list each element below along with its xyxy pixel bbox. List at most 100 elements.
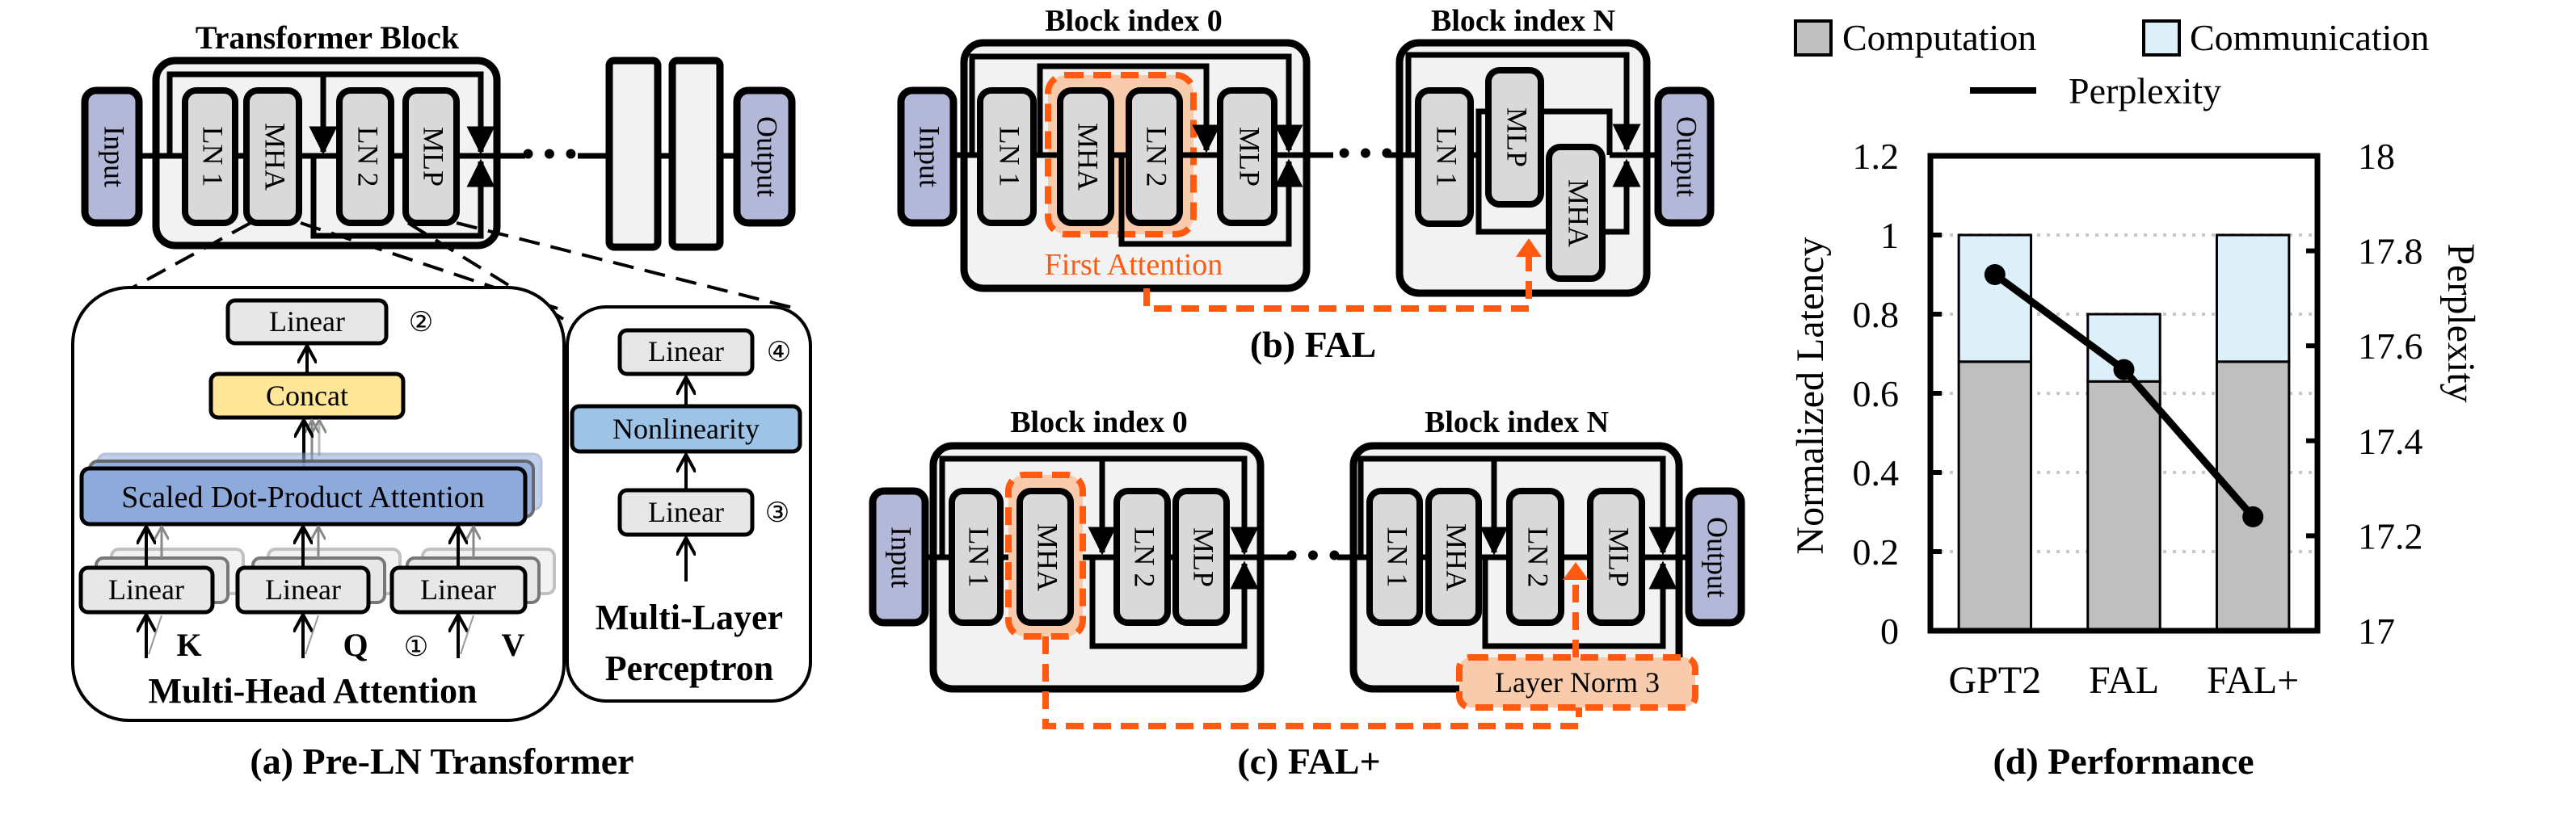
- k-label: K: [176, 627, 201, 663]
- b-block0-mha-label: MHA: [1072, 123, 1105, 191]
- legend-label-communication: Communication: [2190, 17, 2429, 58]
- marker-3: ③: [765, 498, 789, 528]
- bar-communication-gpt2: [1957, 233, 2033, 363]
- transformer-block-title: Transformer Block: [196, 19, 460, 56]
- stacked-block-1[interactable]: [605, 57, 662, 251]
- concat-label: Concat: [266, 380, 348, 412]
- mlp-linear-4[interactable]: [617, 328, 755, 376]
- mha-panel-title: Multi-Head Attention: [149, 671, 478, 711]
- y2-axis-label: Perplexity: [2439, 243, 2482, 402]
- b-first-attention-link: [1143, 246, 1532, 312]
- b-blockN-mha[interactable]: MHA: [1546, 144, 1606, 282]
- legend-label-computation: Computation: [1842, 17, 2036, 58]
- b-block0-ln2-label: LN 2: [1141, 127, 1173, 187]
- y-tick-label: 1.2: [1853, 136, 1900, 177]
- panel-d-performance-chart: Computation Communication Perplexity 00.…: [1789, 17, 2482, 782]
- layer-norm-3-box[interactable]: [1456, 654, 1698, 711]
- c-block0-ln2[interactable]: LN 2: [1113, 488, 1171, 626]
- b-output-node[interactable]: Output: [1654, 86, 1715, 227]
- mha-output-linear[interactable]: [225, 298, 389, 346]
- y2-tick-label: 17: [2358, 611, 2395, 652]
- mha-detail-panel: Linear ② Concat Scaled Dot-Product Atten…: [71, 286, 566, 722]
- residual-path-2: [310, 156, 495, 239]
- bar-computation-fal: [2086, 380, 2161, 632]
- mlp-detail-panel: Linear ④ Nonlinearity Linear ③ Multi-Lay…: [566, 305, 812, 703]
- c-block0-ln1-label: LN 1: [963, 527, 995, 588]
- c-ellipsis: • • •: [1286, 535, 1341, 575]
- y-tick-label: 0.4: [1853, 452, 1900, 493]
- zoom-line-mlp-right: [456, 221, 797, 310]
- y-tick-label: 0.8: [1853, 294, 1900, 335]
- component-ln2[interactable]: LN 2: [336, 87, 394, 226]
- c-blockN-ln2[interactable]: LN 2: [1506, 488, 1564, 626]
- b-blockN-ln1-label: LN 1: [1431, 127, 1463, 187]
- c-input-node[interactable]: Input: [869, 487, 929, 627]
- legend-swatch-communication: [2142, 19, 2181, 57]
- b-block0-mlp-label: MLP: [1234, 127, 1266, 187]
- b-blockN-mlp[interactable]: MLP: [1485, 67, 1544, 208]
- perplexity-line: [1984, 264, 2264, 527]
- output-label: Output: [751, 116, 784, 197]
- b-block0-ln2[interactable]: LN 2: [1126, 87, 1183, 226]
- q-label: Q: [343, 627, 368, 663]
- stacked-block-2[interactable]: [668, 57, 724, 251]
- c-block0-mlp[interactable]: MLP: [1172, 488, 1230, 626]
- y2-tick-label: 17.8: [2358, 231, 2423, 272]
- linear-k-stack: Linear K: [78, 527, 245, 663]
- b-block0-mha[interactable]: MHA: [1057, 87, 1114, 226]
- b-block0-title: Block index 0: [1045, 4, 1223, 38]
- layer-norm-3-label: Layer Norm 3: [1495, 666, 1660, 699]
- c-blockN-mlp[interactable]: MLP: [1587, 488, 1645, 626]
- nonlinearity-box[interactable]: [570, 404, 802, 454]
- component-mlp[interactable]: MLP: [402, 87, 460, 226]
- ln2-label: LN 2: [352, 127, 385, 187]
- x-tick-label: GPT2: [1948, 659, 2041, 702]
- marker-2: ②: [409, 308, 433, 338]
- input-node[interactable]: Input: [81, 86, 143, 227]
- mha-output-linear-label: Linear: [269, 305, 345, 338]
- component-ln1[interactable]: LN 1: [182, 87, 238, 226]
- perplexity-point-fal: [2113, 359, 2135, 380]
- mlp-linear-4-label: Linear: [648, 335, 724, 367]
- perplexity-point-gpt2: [1984, 264, 2006, 285]
- y-axis-ticks: 00.20.40.60.811.2: [1853, 136, 1942, 652]
- legend-swatch-computation: [1794, 19, 1833, 57]
- b-residual-2: [1037, 63, 1221, 155]
- c-block0-mlp-label: MLP: [1188, 527, 1220, 587]
- c-blockN-mha[interactable]: MHA: [1425, 488, 1482, 626]
- b-blockN-mlp-label: MLP: [1501, 107, 1534, 167]
- c-blockN-title: Block index N: [1425, 405, 1609, 439]
- marker-4: ④: [767, 338, 791, 367]
- output-node[interactable]: Output: [733, 86, 796, 227]
- concat-box[interactable]: [208, 372, 406, 420]
- bar-computation-gpt2: [1957, 360, 2033, 632]
- linear-v-stack: Linear V: [389, 527, 556, 663]
- legend: Computation Communication Perplexity: [1794, 17, 2429, 111]
- mha-label: MHA: [259, 123, 292, 191]
- c-block0-mha[interactable]: MHA: [1017, 488, 1074, 626]
- ln3-arrowhead: [1563, 562, 1589, 580]
- mlp-panel-title-1: Multi-Layer: [596, 598, 783, 637]
- c-block0-ln1[interactable]: LN 1: [949, 488, 1004, 626]
- b-block0-ln1[interactable]: LN 1: [977, 87, 1037, 226]
- mlp-linear-3[interactable]: [617, 488, 755, 537]
- ellipsis: • • •: [522, 134, 577, 174]
- mlp-label: MLP: [418, 127, 450, 187]
- b-block0-mlp[interactable]: MLP: [1217, 87, 1277, 226]
- caption-c: (c) FAL+: [1237, 741, 1380, 782]
- linear-k-label: Linear: [108, 573, 184, 606]
- v-label: V: [502, 627, 525, 663]
- c-block0-mha-label: MHA: [1032, 523, 1064, 591]
- c-output-node[interactable]: Output: [1685, 487, 1745, 627]
- y-tick-label: 0.2: [1853, 531, 1900, 573]
- b-blockN-ln1[interactable]: LN 1: [1415, 87, 1474, 227]
- component-mha[interactable]: MHA: [243, 87, 302, 226]
- first-attention-label: First Attention: [1045, 248, 1223, 282]
- b-input-node[interactable]: Input: [897, 86, 958, 227]
- panel-c-fal-plus: Block index 0 Block index N • • • LN 1 M…: [869, 405, 1745, 782]
- c-blockN-ln1[interactable]: LN 1: [1366, 488, 1423, 626]
- sdpa-box[interactable]: [79, 466, 528, 527]
- sdpa-label: Scaled Dot-Product Attention: [121, 481, 485, 514]
- x-tick-label: FAL+: [2207, 659, 2299, 702]
